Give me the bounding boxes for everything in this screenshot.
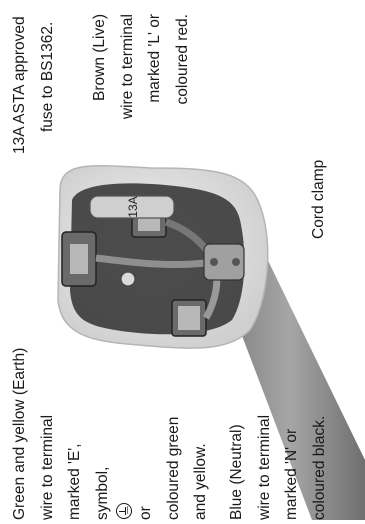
label-neutral: Blue (Neutral) wire to terminal marked '… bbox=[223, 415, 333, 520]
label-live: Brown (Live) wire to terminal marked 'L'… bbox=[86, 14, 196, 164]
earth-icon bbox=[116, 503, 132, 519]
label-earth: Green and yellow (Earth) wire to termina… bbox=[6, 348, 215, 520]
label-cord-clamp: Cord clamp bbox=[305, 160, 333, 239]
label-fuse: 13A ASTA approved fuse to BS1362. bbox=[6, 16, 61, 154]
